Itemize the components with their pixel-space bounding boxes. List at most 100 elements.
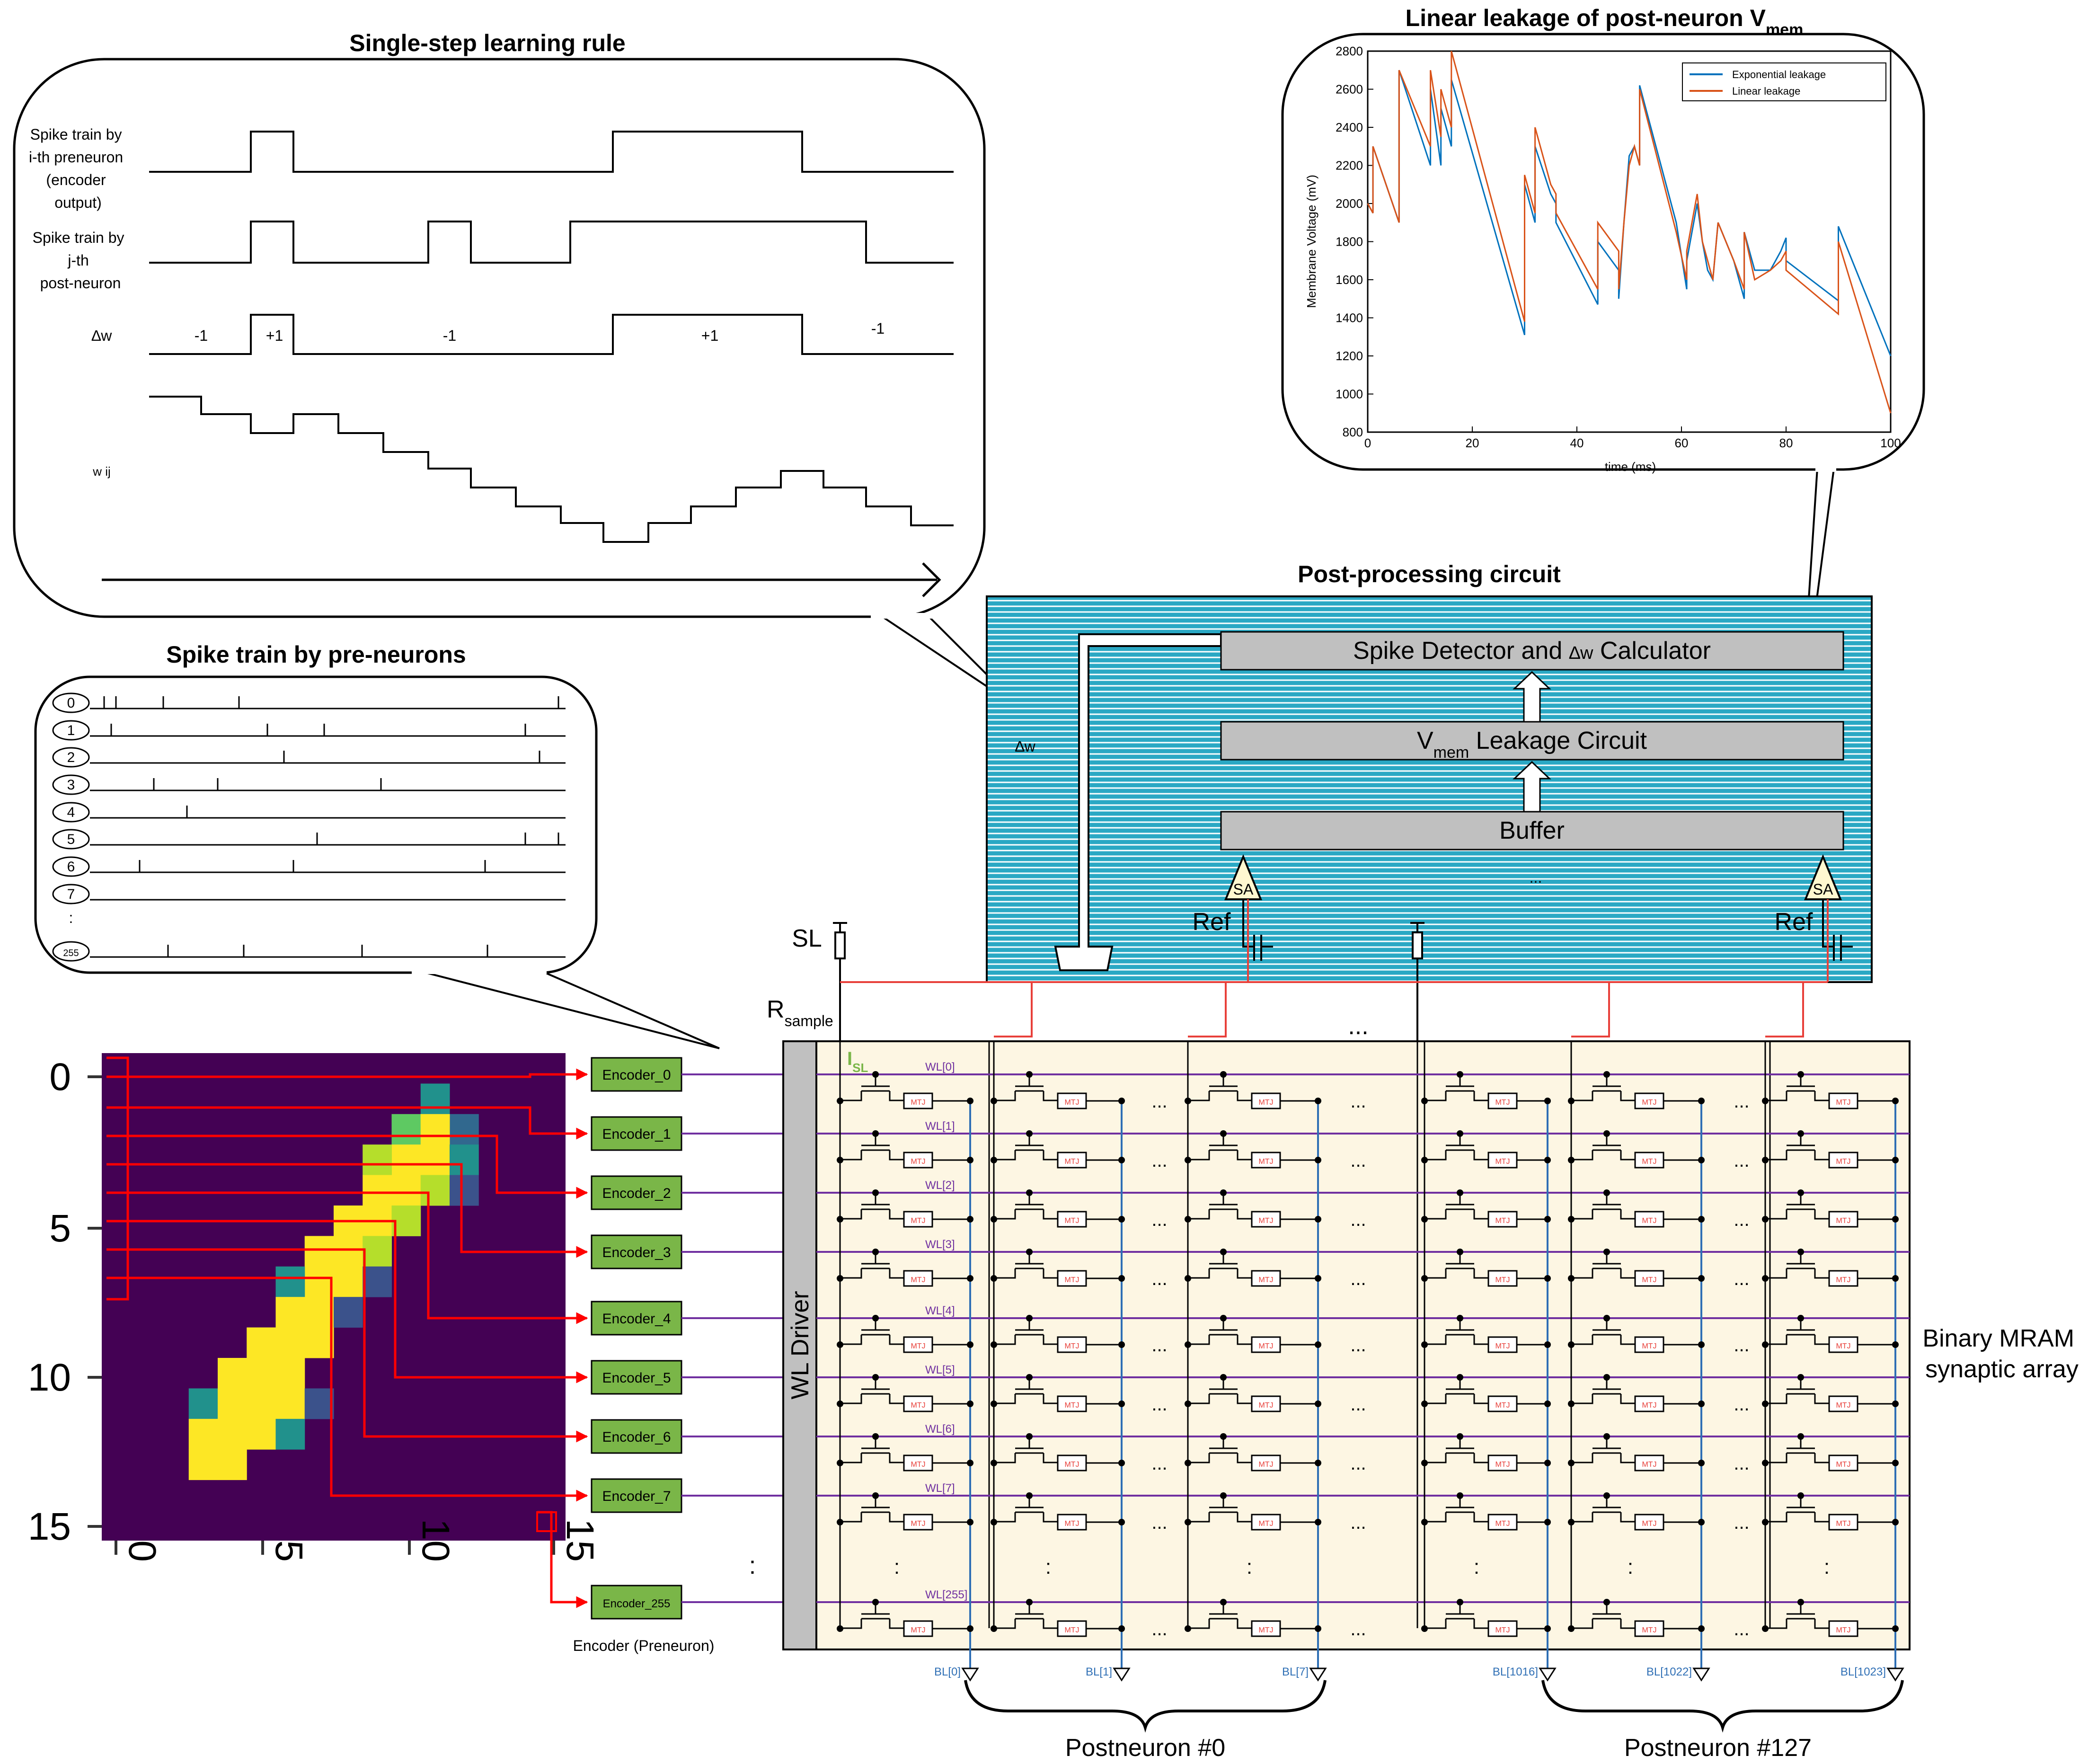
encoder-label: Encoder_1 (602, 1126, 671, 1142)
bit-line-terminal (1539, 1667, 1557, 1682)
access-transistor (1424, 1074, 1488, 1101)
heatmap-pixel (275, 1266, 305, 1297)
row-ellipsis: : (1247, 1555, 1252, 1578)
mtj-label: MTJ (1064, 1401, 1079, 1409)
word-line-label: WL[7] (925, 1482, 955, 1495)
leakage-title: Linear leakage of post-neuron Vmem (1406, 5, 1804, 39)
encoder-label: Encoder_3 (602, 1245, 671, 1260)
heatmap-y-label: 0 (49, 1055, 71, 1099)
time-axis-arrow (102, 562, 941, 597)
column-ellipsis: ... (1151, 1394, 1167, 1415)
bit-line-label: BL[1022] (1646, 1666, 1692, 1678)
mtj-cell (1828, 1336, 1858, 1353)
legend-linear: Linear leakage (1732, 85, 1800, 97)
column-ellipsis: ... (1350, 1091, 1366, 1112)
leakage-ylabel: Membrane Voltage (mV) (1304, 175, 1318, 308)
bitline-node (967, 1341, 973, 1348)
access-transistor (994, 1252, 1058, 1279)
access-transistor (1188, 1436, 1252, 1463)
heatmap-pixel (450, 1114, 479, 1145)
encoder-box (591, 1360, 682, 1395)
mram-array: WL Driver ISL WL[0]WL[1]WL[2]WL[3]WL[4]W… (782, 1040, 2079, 1762)
access-transistor (1424, 1496, 1488, 1523)
column-ellipsis: ... (1350, 1394, 1366, 1415)
mtj-label: MTJ (1495, 1217, 1510, 1225)
mtj-label: MTJ (1064, 1342, 1079, 1350)
access-transistor (994, 1377, 1058, 1404)
bitline-node (1698, 1519, 1705, 1525)
access-transistor (840, 1252, 904, 1279)
mtj-cell (1828, 1152, 1858, 1169)
mtj-label: MTJ (911, 1626, 925, 1634)
mtj-label: MTJ (1495, 1099, 1510, 1107)
bitline-node (1698, 1401, 1705, 1407)
learning-rule-panel: Single-step learning rule Spike train by… (13, 30, 1023, 711)
pixel-wire (106, 1135, 588, 1199)
heatmap-pixel (188, 1449, 218, 1480)
neuron-index: 5 (67, 832, 75, 847)
dw-label: ∆w (92, 327, 113, 344)
neuron-index: 0 (67, 695, 75, 711)
column-ellipsis: ... (1350, 1209, 1366, 1230)
bit-line-terminal (1113, 1667, 1131, 1682)
array-grid: WL[0]WL[1]WL[2]WL[3]WL[4]WL[5]WL[6]WL[7]… (816, 1041, 1910, 1682)
heatmap-y-label: 5 (49, 1207, 71, 1250)
leakage-lines (1367, 51, 1892, 414)
mtj-label: MTJ (911, 1158, 925, 1166)
heatmap-x-label: 5 (267, 1540, 310, 1562)
column-ellipsis: ... (1734, 1512, 1749, 1533)
column-ellipsis: ... (1151, 1619, 1167, 1640)
mtj-cell (903, 1152, 933, 1169)
pixel-selection-bracket (106, 1056, 129, 1301)
heatmap-pixel (275, 1388, 305, 1419)
row-ellipsis: : (1628, 1555, 1633, 1578)
mtj-cell (903, 1620, 933, 1637)
post-spike-train (149, 221, 954, 264)
bitline-node (1544, 1460, 1551, 1466)
access-transistor (1765, 1252, 1829, 1279)
source-node (991, 1625, 997, 1632)
mtj-cell (1634, 1152, 1664, 1169)
access-transistor (1571, 1602, 1635, 1629)
column-ellipsis: ... (1734, 1453, 1749, 1474)
column-ellipsis: ... (1350, 1619, 1366, 1640)
weight-staircase (149, 396, 954, 543)
isl-label: ISL (847, 1048, 868, 1075)
w-label: w ij (92, 464, 111, 479)
mtj-label: MTJ (1495, 1158, 1510, 1166)
mtj-label: MTJ (1258, 1099, 1273, 1107)
neuron-index: 1 (67, 723, 75, 738)
series-line-linear (1367, 51, 1892, 414)
heatmap-pixel (304, 1388, 334, 1419)
red-sample-bus (840, 981, 1828, 1037)
heatmap-pixel (420, 1175, 450, 1206)
x-tick-label: 40 (1570, 436, 1584, 450)
feedback-dw-label: ∆w (1015, 738, 1036, 755)
mtj-label: MTJ (1258, 1342, 1273, 1350)
mtj-label: MTJ (1642, 1158, 1656, 1166)
mtj-label: MTJ (1836, 1217, 1850, 1225)
mtj-cell (1057, 1092, 1087, 1109)
bitline-node (1544, 1625, 1551, 1632)
bit-line-terminal (1886, 1667, 1904, 1682)
post-processing-panel: Post-processing circuit ∆w Spike Detecto… (986, 561, 1873, 983)
bitline-node (1544, 1275, 1551, 1282)
source-node (1421, 1625, 1428, 1632)
bitline-node (1118, 1341, 1125, 1348)
access-transistor (1765, 1436, 1829, 1463)
heatmap-pixel (420, 1114, 450, 1145)
mtj-label: MTJ (1064, 1520, 1079, 1528)
bitline-node (1892, 1341, 1899, 1348)
access-transistor (1571, 1134, 1635, 1161)
access-transistor (840, 1193, 904, 1220)
mtj-label: MTJ (1836, 1461, 1850, 1469)
heatmap-pixel (275, 1358, 305, 1389)
postneuron-127-label: Postneuron #127 (1624, 1734, 1812, 1762)
neuron-index-badge (52, 884, 90, 904)
access-transistor (840, 1134, 904, 1161)
y-tick-label: 2200 (1336, 159, 1363, 173)
neuron-index-badge (52, 941, 90, 962)
